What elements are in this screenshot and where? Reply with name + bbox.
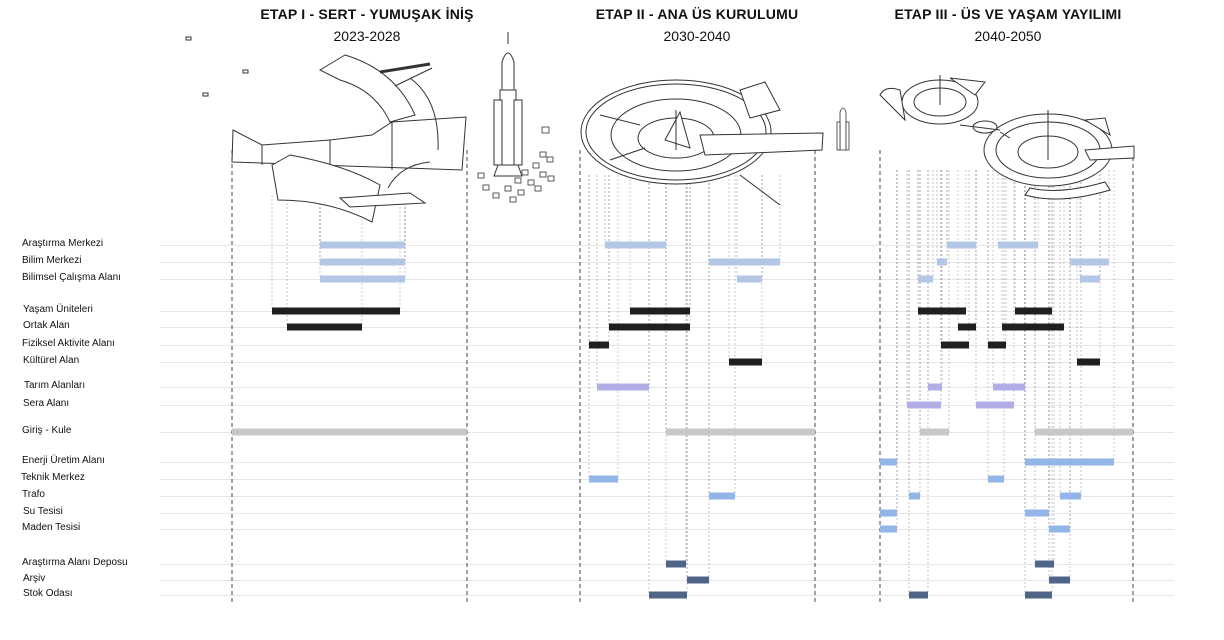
bar-bilim-merkezi xyxy=(1070,258,1109,266)
bar-enerji-uretim-alani xyxy=(880,458,897,466)
bar-arastirma-merkezi xyxy=(605,241,666,249)
bar-enerji-uretim-alani xyxy=(1025,458,1114,466)
bar-arastirma-alani-deposu xyxy=(666,560,686,568)
small-rocket-drawing xyxy=(836,107,850,151)
program-bars xyxy=(232,241,1133,599)
phase-1-title: ETAP I - SERT - YUMUŞAK İNİŞ xyxy=(260,6,474,22)
row-label-maden-tesisi: Maden Tesisi xyxy=(22,522,81,533)
bar-bilimsel-calisma-alani xyxy=(737,275,762,283)
bar-teknik-merkez xyxy=(988,475,1004,483)
bar-yasam-uniteleri xyxy=(1015,307,1052,315)
bar-fiziksel-aktivite-alani xyxy=(589,341,609,349)
bar-stok-odasi xyxy=(649,591,687,599)
bar-yasam-uniteleri xyxy=(272,307,400,315)
row-label-bilimsel-calisma-alani: Bilimsel Çalışma Alanı xyxy=(22,272,121,283)
cargo-boxes-drawing xyxy=(477,126,555,203)
row-label-yasam-uniteleri: Yaşam Üniteleri xyxy=(23,304,93,315)
bar-giris-kule xyxy=(666,428,815,436)
rocket-drawing xyxy=(493,32,523,177)
row-label-ortak-alan: Ortak Alan xyxy=(23,320,70,331)
row-label-arsiv: Arşiv xyxy=(23,573,46,584)
bar-ortak-alan xyxy=(1002,323,1064,331)
phase-1-header: ETAP I - SERT - YUMUŞAK İNİŞ 2023-2028 xyxy=(217,6,517,44)
bar-maden-tesisi xyxy=(880,525,897,533)
bar-stok-odasi xyxy=(909,591,928,599)
bar-arastirma-merkezi xyxy=(947,241,976,249)
phase-3-years: 2040-2050 xyxy=(974,28,1042,44)
bar-bilimsel-calisma-alani xyxy=(320,275,405,283)
row-label-teknik-merkez: Teknik Merkez xyxy=(21,472,85,483)
bar-ortak-alan xyxy=(958,323,976,331)
bar-arsiv xyxy=(1049,576,1070,584)
guide-lines xyxy=(271,170,1115,595)
row-label-arastirma-merkezi: Araştırma Merkezi xyxy=(22,238,104,249)
bar-tarim-alanlari xyxy=(993,383,1025,391)
bar-bilim-merkezi xyxy=(709,258,780,266)
bar-trafo xyxy=(709,492,735,500)
bar-stok-odasi xyxy=(1025,591,1052,599)
row-label-su-tesisi: Su Tesisi xyxy=(23,506,63,517)
bar-arastirma-merkezi xyxy=(998,241,1038,249)
phase-2-title: ETAP II - ANA ÜS KURULUMU xyxy=(595,6,799,22)
row-label-arastirma-alani-deposu: Araştırma Alanı Deposu xyxy=(22,557,128,568)
bar-trafo xyxy=(1060,492,1081,500)
bar-su-tesisi xyxy=(880,509,897,517)
row-label-fiziksel-aktivite-alani: Fiziksel Aktivite Alanı xyxy=(22,338,115,349)
bar-arastirma-merkezi xyxy=(320,241,405,249)
bar-maden-tesisi xyxy=(1049,525,1070,533)
bar-ortak-alan xyxy=(287,323,362,331)
row-label-tarim-alanlari: Tarım Alanları xyxy=(24,380,86,391)
landing-modules-drawing xyxy=(185,36,467,223)
bar-bilimsel-calisma-alani xyxy=(1080,275,1100,283)
phase-3-title: ETAP III - ÜS VE YAŞAM YAYILIMI xyxy=(894,6,1122,22)
bar-arsiv xyxy=(687,576,709,584)
bar-arastirma-alani-deposu xyxy=(1035,560,1054,568)
row-label-trafo: Trafo xyxy=(22,489,45,500)
row-lines xyxy=(160,245,1174,596)
bar-fiziksel-aktivite-alani xyxy=(988,341,1006,349)
row-label-sera-alani: Sera Alanı xyxy=(23,398,70,409)
phase-2-years: 2030-2040 xyxy=(663,28,731,44)
phase-3-header: ETAP III - ÜS VE YAŞAM YAYILIMI 2040-205… xyxy=(858,6,1158,44)
bar-bilim-merkezi xyxy=(320,258,405,266)
bar-teknik-merkez xyxy=(589,475,618,483)
row-label-giris-kule: Giriş - Kule xyxy=(22,425,72,436)
bar-giris-kule xyxy=(920,428,949,436)
bar-trafo xyxy=(909,492,920,500)
phase-2-header: ETAP II - ANA ÜS KURULUMU 2030-2040 xyxy=(547,6,847,44)
expanded-base-drawing xyxy=(879,75,1135,200)
bar-giris-kule xyxy=(232,428,467,436)
bar-sera-alani xyxy=(907,401,941,409)
bar-yasam-uniteleri xyxy=(630,307,690,315)
bar-giris-kule xyxy=(1035,428,1133,436)
phase-1-years: 2023-2028 xyxy=(333,28,401,44)
row-label-bilim-merkezi: Bilim Merkezi xyxy=(22,255,82,266)
bar-kulturel-alan xyxy=(729,358,762,366)
bar-tarim-alanlari xyxy=(597,383,649,391)
bar-yasam-uniteleri xyxy=(918,307,966,315)
bar-sera-alani xyxy=(976,401,1014,409)
bar-tarim-alanlari xyxy=(928,383,942,391)
bar-bilimsel-calisma-alani xyxy=(918,275,933,283)
bar-bilim-merkezi xyxy=(937,258,947,266)
bar-fiziksel-aktivite-alani xyxy=(941,341,969,349)
bar-su-tesisi xyxy=(1025,509,1049,517)
row-label-stok-odasi: Stok Odası xyxy=(23,588,73,599)
row-label-enerji-uretim-alani: Enerji Üretim Alanı xyxy=(22,455,105,466)
row-label-kulturel-alan: Kültürel Alan xyxy=(23,355,80,366)
bar-kulturel-alan xyxy=(1077,358,1100,366)
main-base-drawing xyxy=(580,79,824,206)
bar-ortak-alan xyxy=(609,323,690,331)
